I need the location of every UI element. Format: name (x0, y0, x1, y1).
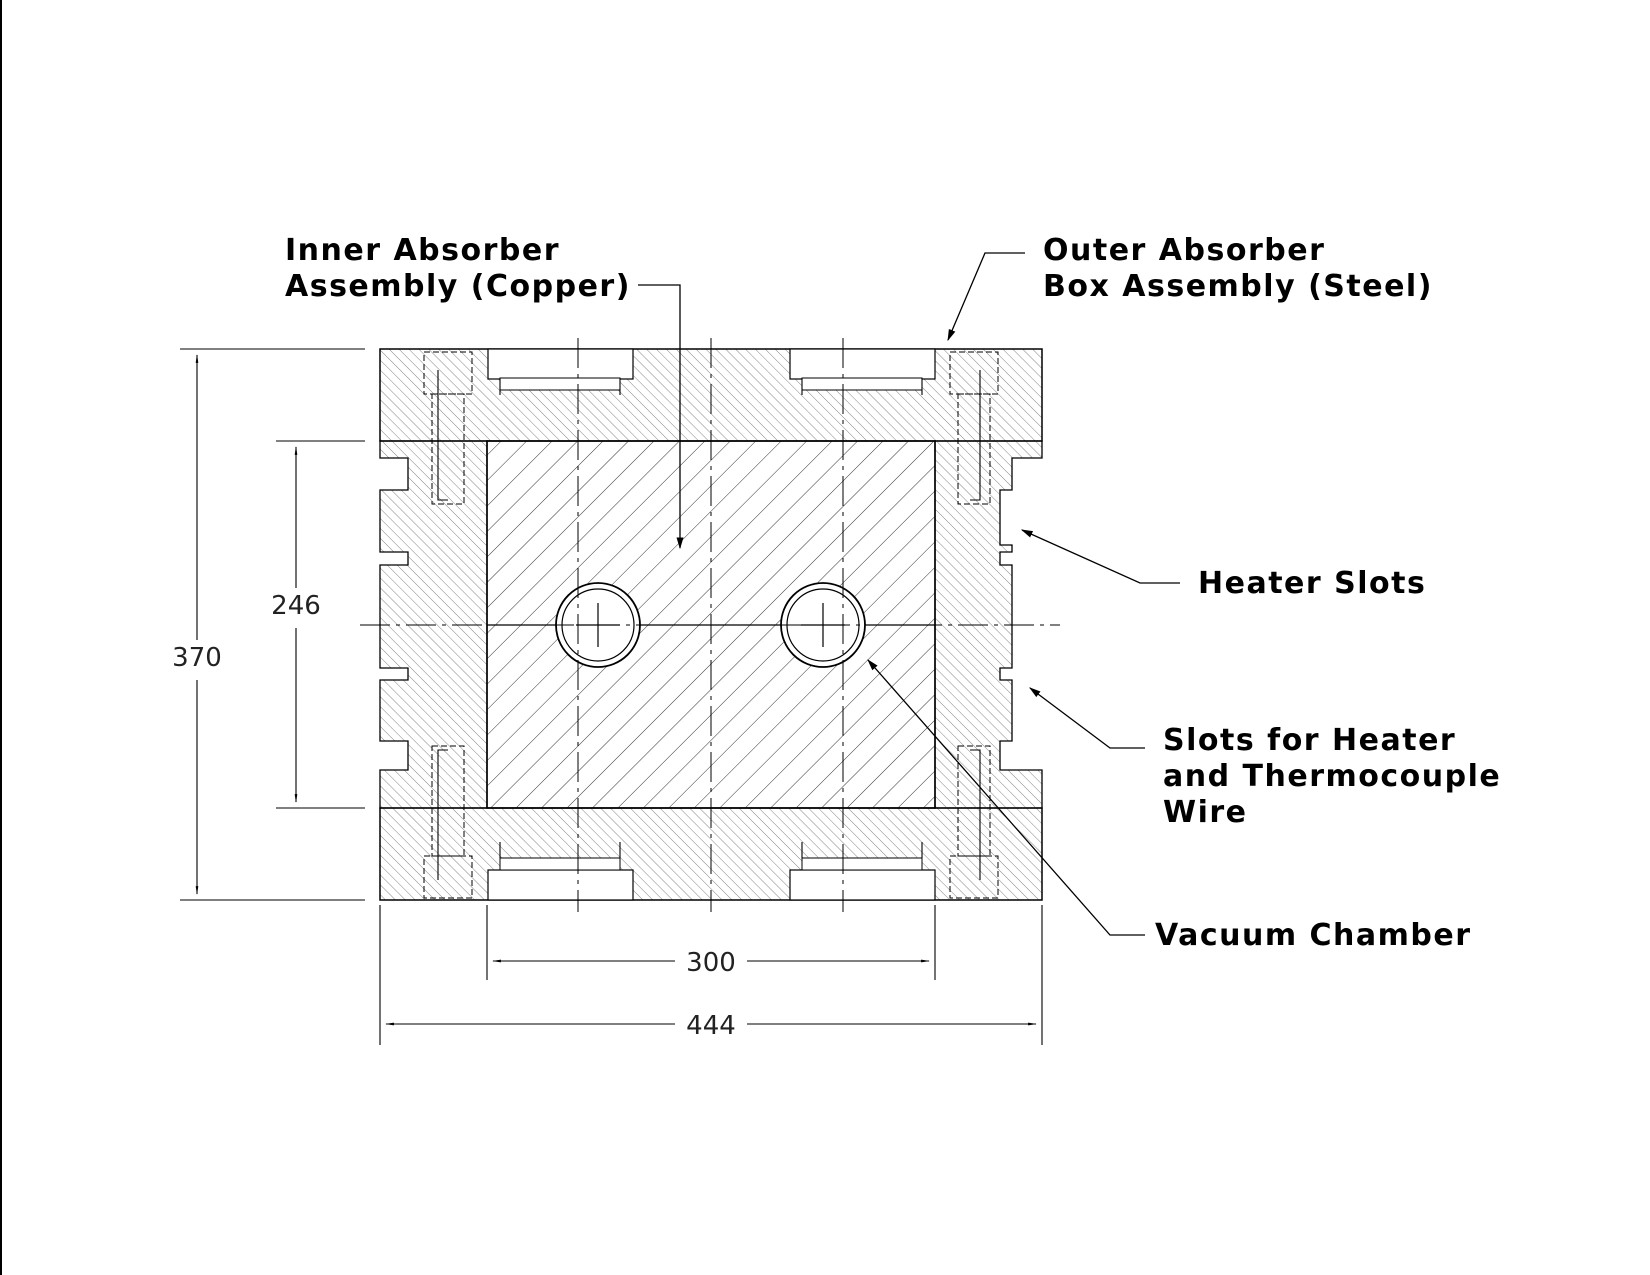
leaders (638, 252, 1180, 936)
dim-300: 300 (686, 948, 736, 978)
label-heater-slots: Heater Slots (1198, 566, 1426, 601)
label-vacuum-chamber: Vacuum Chamber (1155, 918, 1472, 953)
dim-246: 246 (271, 591, 321, 621)
dim-444: 444 (686, 1011, 736, 1041)
label-inner-absorber: Inner Absorber Assembly (Copper) (285, 233, 631, 304)
label-wire-slots: Slots for Heater and Thermocouple Wire (1163, 723, 1513, 830)
dim-370: 370 (172, 643, 222, 673)
centerlines (360, 338, 1060, 912)
label-outer-absorber: Outer Absorber Box Assembly (Steel) (1043, 233, 1433, 304)
right-wall (934, 440, 1043, 809)
dimensions (180, 348, 1043, 1045)
